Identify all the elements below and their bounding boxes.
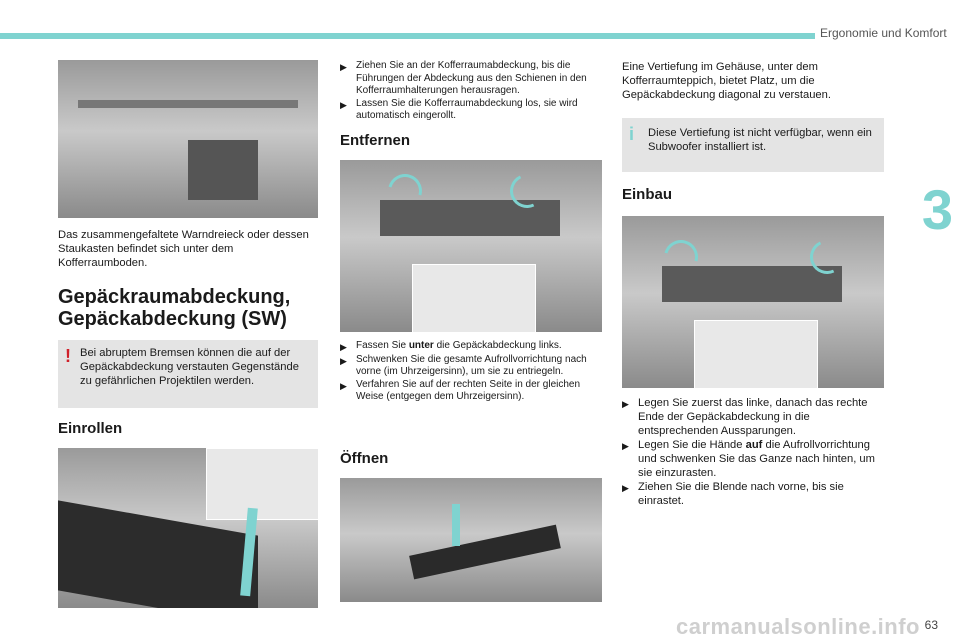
warning-triangle-caption: Das zusammengefaltete Warndreieck oder d… [58,229,309,269]
list-item: ▶ Fassen Sie unter die Gepäckabdeckung li… [340,340,602,354]
section-title: Ergonomie und Komfort [820,26,947,40]
list-item-text: Legen Sie zuerst das linke, danach das r… [638,397,868,437]
page-number: 63 [924,618,938,632]
bullet-icon: ▶ [340,355,347,366]
bullet-icon: ▶ [340,62,347,72]
warning-icon: ! [65,346,71,366]
install-detail-inset [694,320,818,388]
bullet-icon: ▶ [622,399,629,409]
text-run: die Aufrollvorrichtung und schwenken Sie… [638,439,875,479]
header-accent-bar [0,33,815,39]
warning-text: Bei abruptem Bremsen können die auf der … [80,347,299,387]
emphasis: auf [745,439,763,451]
list-item: ▶ Legen Sie die Hände auf die Aufrollvorr… [622,438,884,480]
retract-instructions: ▶ Ziehen Sie an der Kofferraumabdeckung, … [340,60,602,123]
list-item-text: Ziehen Sie die Blende nach vorne, bis si… [638,481,844,507]
heading-entfernen: Entfernen [340,132,411,149]
list-item: ▶ Ziehen Sie an der Kofferraumabdeckung, … [340,60,602,98]
recess-intro: Eine Vertiefung im Gehäuse, unter dem Ko… [622,61,831,101]
bullet-icon: ▶ [340,99,347,110]
list-item: ▶ Lassen Sie die Kofferraumabdeckung los,… [340,98,602,123]
roll-up-detail-inset [206,448,318,520]
storage-recess-photo [340,478,602,602]
page-title-line-1: Gepäckraumabdeckung, [58,286,291,308]
warning-box: ! Bei abruptem Bremsen können die auf de… [58,340,318,408]
removal-photo [340,160,602,332]
list-item-text: Ziehen Sie an der Kofferraumabdeckung, b… [356,60,587,97]
watermark: carmanualsonline.info [676,614,920,639]
list-item-text: Fassen Sie unter die Gepäckabdeckung lin… [356,340,562,354]
text-run: Fassen Sie [356,340,409,351]
heading-einrollen: Einrollen [58,420,123,437]
info-text: Diese Vertiefung ist nicht verfügbar, we… [648,127,872,153]
removal-instructions: ▶ Fassen Sie unter die Gepäckabdeckung li… [340,340,602,404]
trunk-floor-photo [58,60,318,218]
list-item-text: Verfahren Sie auf der rechten Seite in d… [356,378,581,403]
arrow-down-icon [452,504,460,546]
info-box: i Diese Vertiefung ist nicht verfügbar, … [622,118,884,172]
roll-up-photo [58,448,318,608]
list-item: ▶ Verfahren Sie auf der rechten Seite in … [340,379,602,404]
info-icon: i [629,124,635,144]
bullet-icon: ▶ [622,483,629,493]
page-title: Gepäckraumabdeckung, Gepäckabdeckung (SW… [58,286,328,330]
list-item: ▶ Legen Sie zuerst das linke, danach das … [622,396,884,438]
list-item: ▶ Ziehen Sie die Blende nach vorne, bis s… [622,480,884,508]
list-item-text: Lassen Sie die Kofferraumabdeckung los, … [356,97,578,122]
list-item: ▶ Schwenken Sie die gesamte Aufrollvorric… [340,354,602,379]
install-instructions: ▶ Legen Sie zuerst das linke, danach das … [622,396,884,508]
text-run: Legen Sie die Hände [638,439,746,451]
install-photo [622,216,884,388]
page-title-line-2: Gepäckabdeckung (SW) [58,308,287,330]
list-item-text: Legen Sie die Hände auf die Aufrollvorri… [638,438,884,480]
emphasis: unter [408,340,434,351]
bullet-icon: ▶ [340,380,347,391]
text-run: die Gepäckabdeckung links. [433,340,562,351]
heading-oeffnen: Öffnen [340,450,389,467]
heading-einbau: Einbau [622,186,673,203]
chapter-number: 3 [915,165,960,255]
removal-detail-inset [412,264,536,332]
bullet-icon: ▶ [340,342,347,352]
bullet-icon: ▶ [622,441,629,451]
list-item-text: Schwenken Sie die gesamte Aufrollvorrich… [356,353,587,378]
